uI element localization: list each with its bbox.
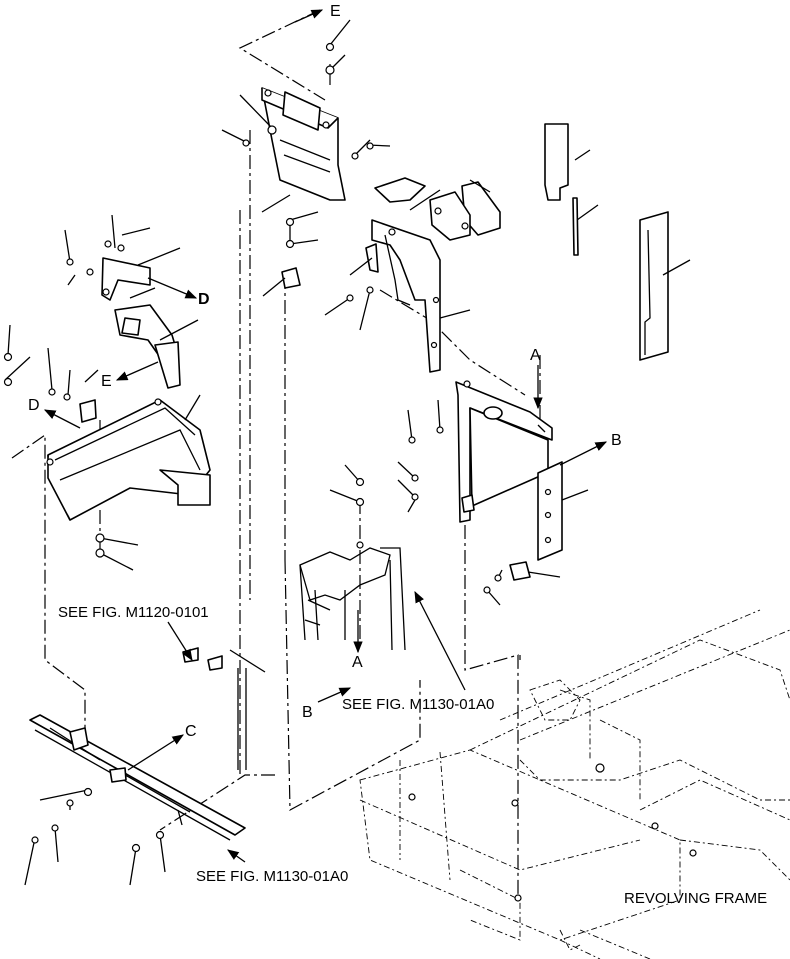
- reference-lines: [11, 9, 541, 900]
- rear-cover-plates: [374, 123, 669, 361]
- left-lower-tray: [46, 398, 211, 521]
- upper-mounting-bracket: [261, 87, 346, 201]
- label-d-left: D: [28, 397, 40, 414]
- small-clamp-hardware: [182, 647, 266, 770]
- label-a-upper: A: [530, 347, 541, 364]
- leader-see-m1120: [167, 621, 193, 661]
- arrow-from-b-lower: [317, 687, 352, 703]
- arrow-from-e-mid: [115, 361, 159, 381]
- direction-arrows: [43, 9, 608, 863]
- note-see-m1130-upper: SEE FIG. M1130-01A0: [342, 696, 494, 713]
- arrow-from-d-left: [43, 409, 81, 429]
- label-e-top: E: [330, 3, 341, 20]
- lower-left-beam: [29, 714, 246, 841]
- note-see-m1130-lower: SEE FIG. M1130-01A0: [196, 868, 348, 885]
- arrow-to-c: [127, 734, 184, 771]
- label-d-right: D: [198, 291, 210, 308]
- leader-see-m1130-lower: [227, 849, 246, 863]
- label-a-lower: A: [352, 654, 363, 671]
- revolving-frame: [359, 609, 790, 959]
- left-support-bracket: [101, 257, 181, 389]
- arrow-to-b-right: [559, 441, 608, 466]
- label-b-right: B: [611, 432, 622, 449]
- arrow-to-d-right: [147, 277, 198, 299]
- labels: E D E D A B A B C SEE FIG. M1120-0101 SE…: [28, 3, 767, 907]
- label-c: C: [185, 723, 197, 740]
- arrow-to-e-top: [294, 9, 324, 23]
- label-e-mid: E: [101, 373, 112, 390]
- right-side-frame: [455, 380, 563, 581]
- note-see-m1120: SEE FIG. M1120-0101: [58, 604, 209, 621]
- fasteners: [3, 19, 691, 886]
- label-b-lower: B: [302, 704, 313, 721]
- note-revolving-frame: REVOLVING FRAME: [624, 890, 767, 907]
- center-cover-panel: [365, 219, 441, 373]
- center-support-bracket: [299, 541, 406, 651]
- leader-see-m1130-upper: [414, 590, 466, 691]
